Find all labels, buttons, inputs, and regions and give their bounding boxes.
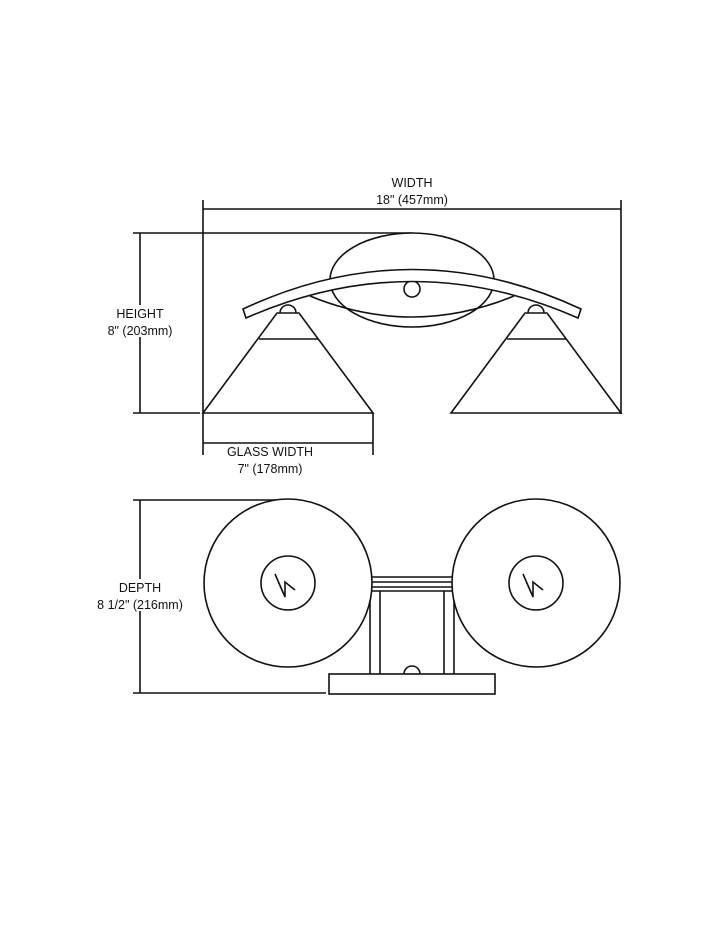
top-view-fixture [203,498,621,695]
mounting-base [328,673,496,695]
width-value: 18" (457mm) [376,193,448,207]
depth-dimension: DEPTH 8 1/2" (216mm) [85,499,326,694]
base-knob [403,665,421,675]
height-value: 8" (203mm) [108,324,173,338]
glass-width-label: GLASS WIDTH [227,445,313,459]
left-bulb-circle [260,555,316,611]
right-bulb-icon [522,573,544,598]
front-view-fixture [201,232,623,414]
width-dimension: WIDTH 18" (457mm) [202,176,622,455]
glass-width-value: 7" (178mm) [238,462,303,476]
left-glass-shade [201,312,375,414]
right-bulb-circle [508,555,564,611]
height-label: HEIGHT [116,307,164,321]
glass-width-dimension: GLASS WIDTH 7" (178mm) [203,413,374,476]
mounting-hole [403,280,421,298]
height-dimension: HEIGHT 8" (203mm) [100,232,412,414]
arm-lower-swoop [309,295,515,318]
arm [242,268,582,320]
depth-label: DEPTH [119,581,161,595]
right-glass-shade [449,312,623,414]
right-socket [527,304,545,314]
left-socket [279,304,297,314]
width-label: WIDTH [392,176,433,190]
depth-value: 8 1/2" (216mm) [97,598,183,612]
left-bulb-icon [274,573,296,598]
